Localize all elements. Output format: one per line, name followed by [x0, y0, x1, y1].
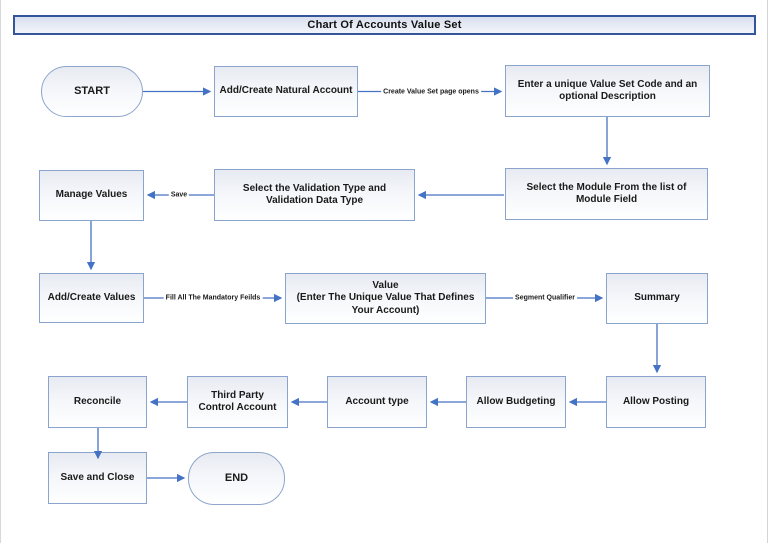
edge-label-create-value-set-page-opens: Create Value Set page opens: [381, 88, 481, 95]
node-select-validation-type: Select the Validation Type and Validatio…: [214, 169, 415, 221]
node-value: Value (Enter The Unique Value That Defin…: [285, 273, 486, 324]
edge-label-segment-qualifier: Segment Qualifier: [513, 294, 577, 302]
node-end: END: [188, 452, 285, 505]
node-allow-budgeting: Allow Budgeting: [466, 376, 566, 428]
node-select-module: Select the Module From the list of Modul…: [505, 168, 708, 220]
node-save-and-close: Save and Close: [48, 452, 147, 504]
edge-label-save: Save: [168, 191, 190, 199]
node-start: START: [41, 66, 143, 117]
node-reconcile: Reconcile: [48, 376, 147, 428]
diagram-title: Chart Of Accounts Value Set: [13, 15, 756, 35]
node-enter-value-set-code: Enter a unique Value Set Code and an opt…: [505, 65, 710, 117]
node-account-type: Account type: [327, 376, 427, 428]
edge-label-fill-mandatory-fields: Fill All The Mandatory Feilds: [163, 294, 263, 302]
node-allow-posting: Allow Posting: [606, 376, 706, 428]
node-third-party-control-account: Third Party Control Account: [187, 376, 288, 428]
node-summary: Summary: [606, 273, 708, 324]
node-manage-values: Manage Values: [39, 170, 144, 221]
node-add-create-values: Add/Create Values: [39, 273, 144, 323]
node-add-create-natural-account: Add/Create Natural Account: [214, 66, 358, 117]
